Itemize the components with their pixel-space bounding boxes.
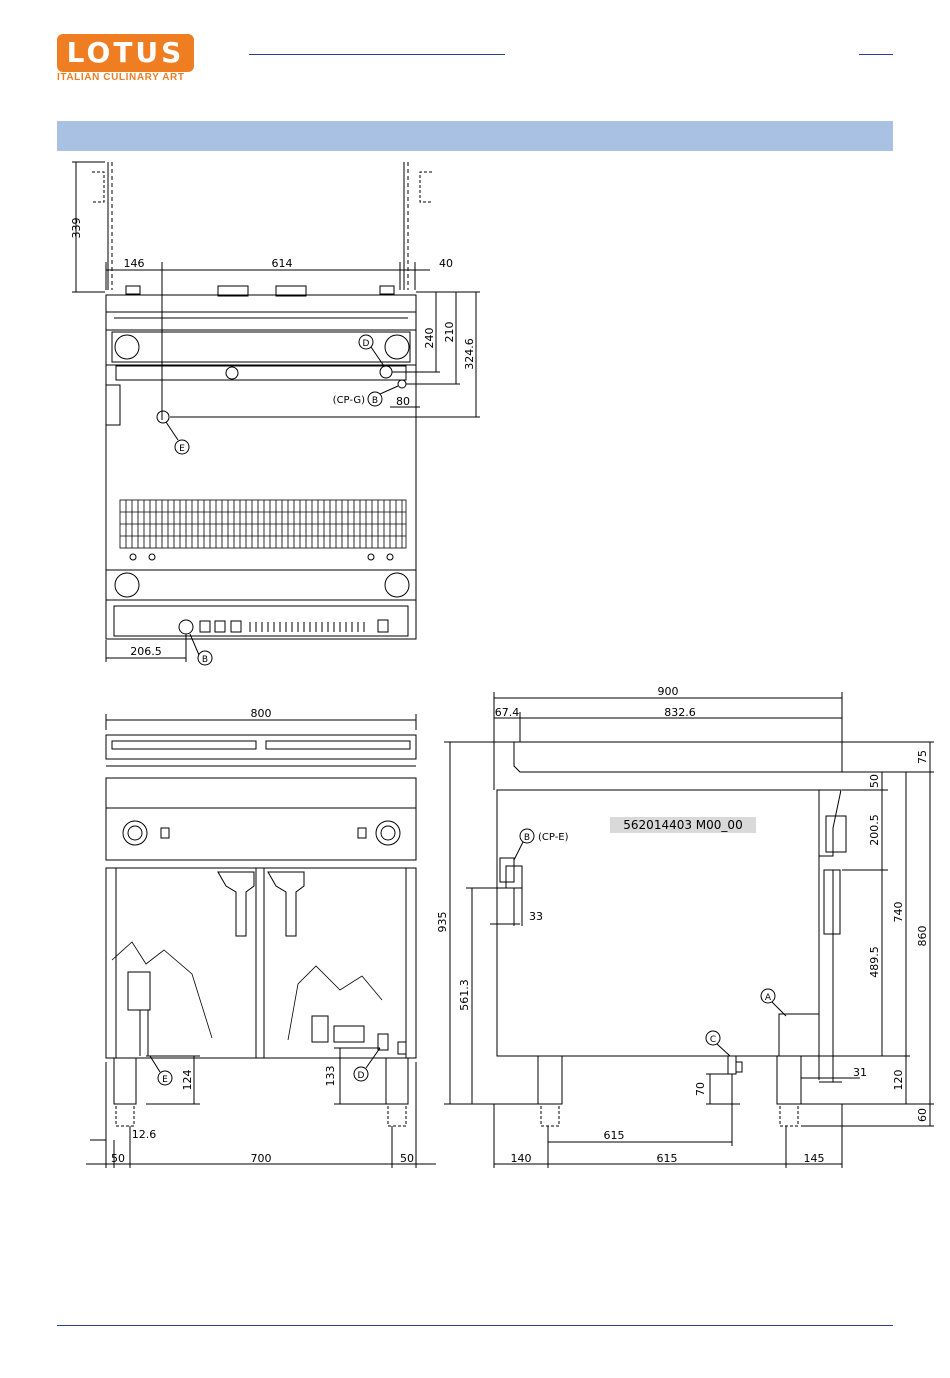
callout-d-front: D bbox=[358, 1071, 365, 1081]
callout-c-side: C bbox=[710, 1035, 716, 1045]
dim-124: 124 bbox=[181, 1070, 194, 1091]
dim-12-6: 12.6 bbox=[132, 1128, 157, 1141]
dim-75: 75 bbox=[916, 750, 929, 764]
dim-67-4: 67.4 bbox=[495, 706, 520, 719]
header-page-rule bbox=[859, 54, 893, 55]
logo-text: LOTUS bbox=[57, 36, 194, 69]
dim-615-upper: 615 bbox=[604, 1129, 625, 1142]
dim-860: 860 bbox=[916, 926, 929, 947]
dim-120: 120 bbox=[892, 1070, 905, 1091]
callout-a-side: A bbox=[765, 993, 772, 1003]
dim-489-5: 489.5 bbox=[868, 946, 881, 978]
tagline: ITALIAN CULINARY ART bbox=[57, 72, 185, 83]
callout-b-top: B bbox=[372, 396, 378, 406]
dim-50-side: 50 bbox=[868, 774, 881, 788]
side-view bbox=[444, 692, 934, 1168]
dim-31: 31 bbox=[853, 1066, 867, 1079]
dim-140: 140 bbox=[511, 1152, 532, 1165]
dim-240: 240 bbox=[423, 328, 436, 349]
dim-145: 145 bbox=[804, 1152, 825, 1165]
dim-210: 210 bbox=[443, 322, 456, 343]
callout-b-bottom: B bbox=[202, 655, 208, 665]
dim-935: 935 bbox=[436, 912, 449, 933]
dim-80: 80 bbox=[396, 395, 410, 408]
callout-b-side: B bbox=[524, 833, 530, 843]
model-code: 562014403 M00_00 bbox=[623, 818, 742, 832]
dim-615-lower: 615 bbox=[657, 1152, 678, 1165]
dim-50-right: 50 bbox=[400, 1152, 414, 1165]
callout-e-front: E bbox=[162, 1075, 168, 1085]
front-view bbox=[86, 714, 436, 1168]
technical-drawing: 339 146 614 40 240 210 324.6 80 D (CP-G)… bbox=[0, 150, 950, 1180]
dim-700: 700 bbox=[251, 1152, 272, 1165]
dim-740: 740 bbox=[892, 902, 905, 923]
callout-e-top: E bbox=[179, 444, 185, 454]
callout-d-top: D bbox=[363, 339, 370, 349]
dim-40: 40 bbox=[439, 257, 453, 270]
vent-grille bbox=[120, 500, 406, 548]
dim-133: 133 bbox=[324, 1066, 337, 1087]
label-cp-g: (CP-G) bbox=[333, 395, 365, 406]
dim-614: 614 bbox=[272, 257, 293, 270]
dim-50-left: 50 bbox=[111, 1152, 125, 1165]
dim-146: 146 bbox=[124, 257, 145, 270]
dim-339: 339 bbox=[70, 218, 83, 239]
footer-rule bbox=[57, 1325, 893, 1326]
header-link-rule bbox=[249, 54, 505, 55]
dim-206-5: 206.5 bbox=[130, 645, 162, 658]
dim-70: 70 bbox=[694, 1082, 707, 1096]
dim-561-3: 561.3 bbox=[458, 979, 471, 1011]
label-cp-e: (CP-E) bbox=[538, 832, 569, 843]
dim-324-6: 324.6 bbox=[463, 338, 476, 370]
section-header-band bbox=[57, 121, 893, 151]
dim-200-5: 200.5 bbox=[868, 814, 881, 846]
lotus-logo: LOTUS bbox=[57, 34, 194, 72]
dim-900: 900 bbox=[658, 685, 679, 698]
dim-33: 33 bbox=[529, 910, 543, 923]
dim-60: 60 bbox=[916, 1108, 929, 1122]
dim-832-6: 832.6 bbox=[664, 706, 696, 719]
dim-800: 800 bbox=[251, 707, 272, 720]
top-view bbox=[72, 162, 480, 665]
